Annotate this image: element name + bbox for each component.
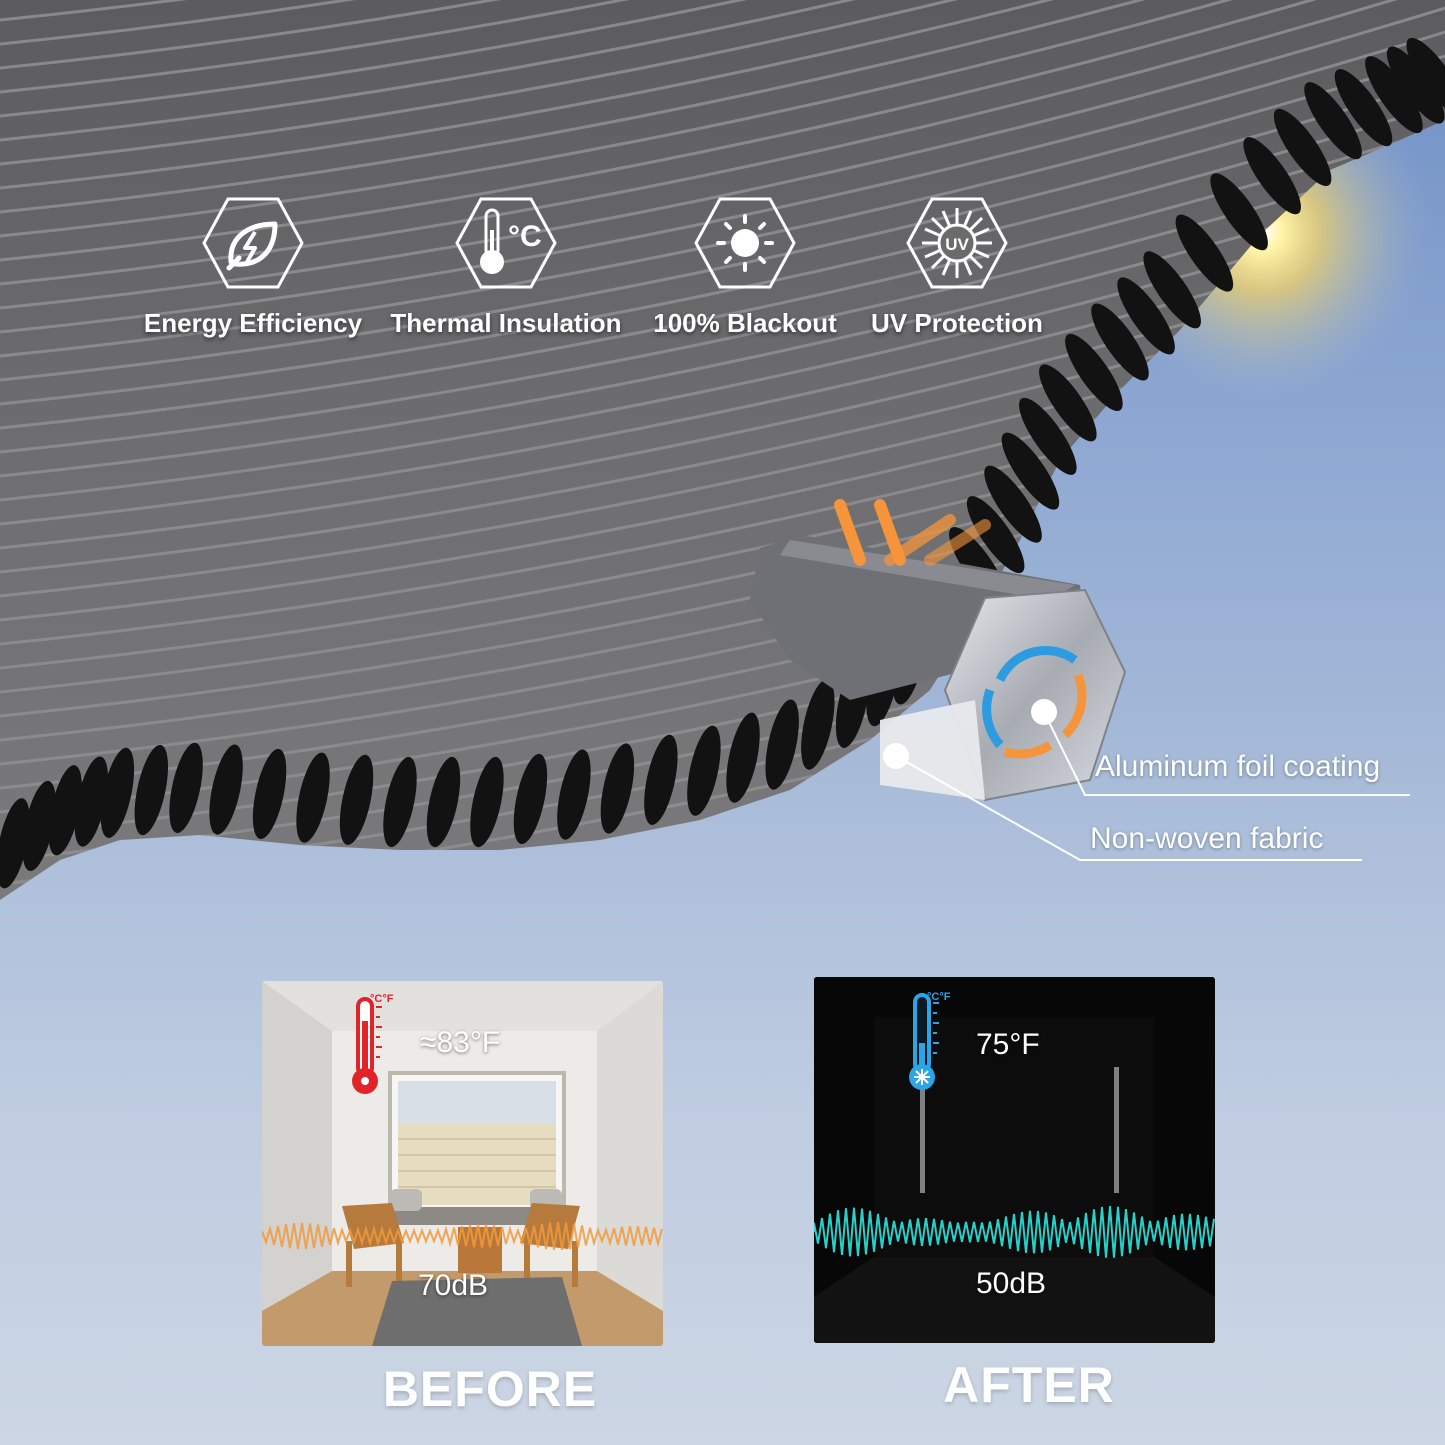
cell-opening xyxy=(209,744,243,835)
bright-room-illustration: °C°F xyxy=(262,981,663,1346)
cell-opening xyxy=(726,712,760,803)
svg-text:°C: °C xyxy=(508,220,542,253)
cell-opening xyxy=(513,753,548,845)
sun-icon xyxy=(694,197,796,289)
cell-opening xyxy=(1273,108,1332,186)
pleat-line xyxy=(0,0,1445,46)
pleat-line xyxy=(0,30,1445,334)
cell-opening xyxy=(644,734,678,825)
pleat-line xyxy=(0,102,1445,406)
pleat-line xyxy=(0,0,1445,262)
pleat-line xyxy=(0,0,1445,190)
callout-aluminum-foil: Aluminum foil coating xyxy=(1095,750,1381,783)
pleat-line xyxy=(0,0,1445,166)
cell-opening xyxy=(801,679,835,770)
cell-opening xyxy=(100,747,135,838)
pleat-line xyxy=(0,0,1445,142)
feature-thermal-insulation: °C Thermal Insulation xyxy=(386,196,626,339)
cell-opening xyxy=(687,725,721,816)
pleat-line xyxy=(0,6,1445,310)
pleat-line xyxy=(0,0,1445,286)
cell-opening xyxy=(1175,214,1234,292)
cell-opening xyxy=(1143,251,1201,329)
cell-opening xyxy=(1406,37,1445,115)
cell-opening xyxy=(1334,69,1393,147)
cell-opening xyxy=(1365,56,1423,134)
shade-body xyxy=(0,0,1445,900)
callout-nonwoven-fabric: Non-woven fabric xyxy=(1090,822,1324,855)
cell-opening xyxy=(383,756,417,848)
feature-label: Thermal Insulation xyxy=(390,308,622,338)
feature-label: Energy Efficiency xyxy=(143,308,363,338)
cell-opening xyxy=(1243,137,1301,215)
cell-cutaway xyxy=(750,499,1410,861)
pleat-line xyxy=(0,0,1445,214)
cell-opening xyxy=(1386,46,1445,124)
after-noise-level: 50dB xyxy=(976,1267,1047,1300)
svg-text:UV: UV xyxy=(945,235,969,254)
pleat-line xyxy=(0,0,1445,238)
after-temperature: 75°F xyxy=(976,1028,1040,1061)
cell-opening xyxy=(1019,397,1077,475)
feature-uv-protection: UV UV Protection xyxy=(837,196,1077,339)
cell-opening xyxy=(134,744,169,836)
pleat-line xyxy=(0,0,1445,70)
thermometer-unit-mark: °C°F xyxy=(370,993,394,1005)
pleat-line xyxy=(0,150,1445,454)
cell-opening xyxy=(339,754,374,845)
feature-label: 100% Blackout xyxy=(653,308,837,338)
cell-opening xyxy=(169,742,203,833)
thermometer-celsius-icon: °C xyxy=(455,197,557,289)
cell-opening xyxy=(296,752,330,843)
uv-sun-icon: UV xyxy=(906,197,1008,289)
cell-opening xyxy=(252,748,287,840)
nonwoven-fabric-flap xyxy=(880,700,985,800)
cell-opening xyxy=(1065,333,1123,411)
cell-opening xyxy=(966,496,1025,574)
before-label: BEFORE xyxy=(382,1361,598,1417)
cell-opening xyxy=(557,749,591,840)
cell-opening xyxy=(426,756,461,848)
cell-opening xyxy=(984,465,1042,543)
cell-opening xyxy=(48,765,82,856)
before-temperature: ≈83°F xyxy=(420,1026,501,1059)
after-room-panel: °C°F 75°F 50dB xyxy=(814,977,1215,1343)
pleat-line xyxy=(0,54,1445,358)
cell-opening xyxy=(1304,82,1362,160)
dark-room-illustration: °C°F xyxy=(814,977,1215,1343)
cell-opening xyxy=(1001,432,1060,510)
pleat-line xyxy=(0,0,1445,118)
feature-blackout: 100% Blackout xyxy=(625,196,865,339)
cell-opening xyxy=(470,756,504,848)
feature-label: UV Protection xyxy=(871,308,1043,338)
thermometer-unit-mark: °C°F xyxy=(927,991,951,1003)
cell-opening xyxy=(1117,277,1175,355)
cell-opening xyxy=(1210,173,1268,251)
cell-opening xyxy=(1091,303,1149,381)
feature-energy-efficiency: Energy Efficiency xyxy=(133,196,373,339)
cell-opening xyxy=(1039,364,1097,442)
before-noise-level: 70dB xyxy=(418,1269,489,1302)
before-room-panel: °C°F ≈83°F 70dB xyxy=(262,981,663,1346)
after-label: AFTER xyxy=(943,1357,1115,1413)
cell-opening xyxy=(765,699,799,790)
cell-opening xyxy=(600,743,635,834)
cell-opening xyxy=(22,780,56,872)
cell-opening xyxy=(74,756,109,847)
cell-opening xyxy=(0,798,30,889)
pleat-line xyxy=(0,174,1445,478)
leaf-bolt-icon xyxy=(202,197,304,289)
pleat-line xyxy=(0,0,1445,94)
aluminum-foil-face xyxy=(943,588,1127,802)
